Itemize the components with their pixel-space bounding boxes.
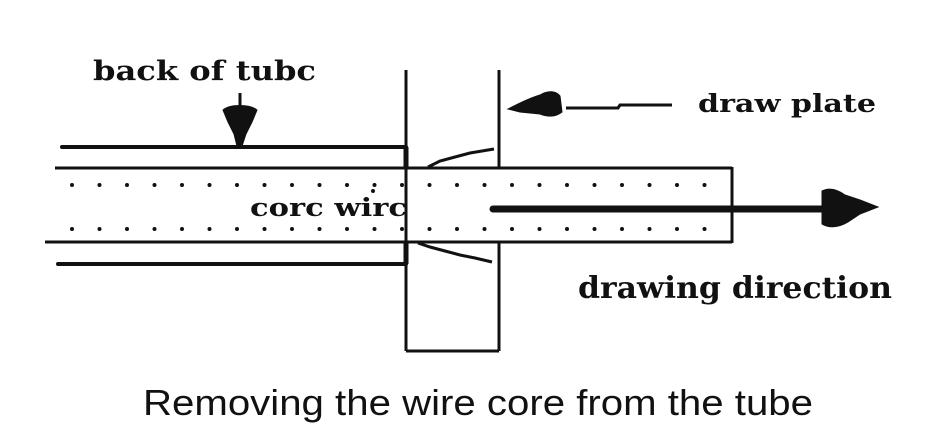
wire-dot	[262, 227, 267, 231]
wire-dot	[207, 183, 212, 187]
diagram-caption: Removing the wire core from the tube	[143, 382, 813, 423]
drawing-direction-arrow	[489, 188, 880, 228]
wire-dot	[371, 189, 375, 193]
wire-dot	[235, 183, 239, 187]
wire-dot	[152, 227, 157, 231]
core-wire-dots	[70, 183, 707, 231]
wire-dot	[482, 227, 487, 231]
wire-dot	[97, 183, 102, 187]
wire-dot	[317, 183, 322, 187]
wire-dot	[372, 227, 377, 231]
wire-dot	[400, 183, 404, 187]
wire-dot	[70, 227, 74, 231]
draw-plate-label: draw plate	[698, 89, 876, 118]
wire-dot	[482, 183, 487, 187]
wire-dot	[647, 227, 652, 231]
wire-dot	[565, 183, 569, 187]
down-arrow-head-icon	[222, 105, 258, 147]
wire-dot	[207, 227, 212, 231]
wire-dot	[97, 227, 102, 231]
wire-dot	[675, 183, 679, 187]
tube	[56, 145, 408, 266]
wire-dot	[125, 227, 129, 231]
wire-dot	[510, 183, 514, 187]
back-of-tube-pointer-arrow	[222, 93, 258, 147]
wire-dot	[537, 227, 542, 231]
wire-dot	[455, 183, 459, 187]
wire-dot	[262, 183, 267, 187]
drawing-direction-label: drawing direction	[578, 271, 892, 306]
wire-dot	[290, 183, 294, 187]
wire-dot	[537, 183, 542, 187]
wire-dot	[427, 183, 432, 187]
wire-dot	[290, 227, 294, 231]
wire-dot	[317, 227, 322, 231]
wire-dot	[125, 183, 129, 187]
back-of-tube-label: back of tubc	[93, 56, 316, 87]
draw-plate-taper-upper	[427, 147, 495, 169]
wire-dot	[455, 227, 459, 231]
wire-dot	[702, 183, 707, 187]
wire-dot	[620, 183, 624, 187]
wire-dot	[235, 227, 239, 231]
wire-dot	[675, 227, 679, 231]
wire-dot	[510, 227, 514, 231]
draw-plate-pointer-arrow	[506, 91, 672, 117]
wire-dot	[400, 227, 404, 231]
right-arrow-head-icon	[821, 188, 880, 228]
wire-dot	[647, 183, 652, 187]
wire-dot	[180, 183, 184, 187]
draw-plate-taper-lower	[417, 241, 493, 264]
wire-dot	[592, 183, 597, 187]
wire-dot	[620, 227, 624, 231]
wire-dot	[70, 183, 74, 187]
core-wire	[45, 166, 734, 244]
draw-plate-arrow-shaft	[566, 103, 672, 110]
wire-dot	[345, 183, 349, 187]
wire-dot	[427, 227, 432, 231]
wire-dot	[592, 227, 597, 231]
wire-dot	[702, 227, 707, 231]
draw-plate	[403, 70, 501, 353]
wire-dot	[152, 183, 157, 187]
wire-dot	[565, 227, 569, 231]
wire-dot	[372, 183, 377, 187]
wire-dot	[345, 227, 349, 231]
wire-dot	[180, 227, 184, 231]
core-wire-label: corc wirc	[250, 193, 407, 222]
left-arrow-head-icon	[506, 91, 563, 117]
